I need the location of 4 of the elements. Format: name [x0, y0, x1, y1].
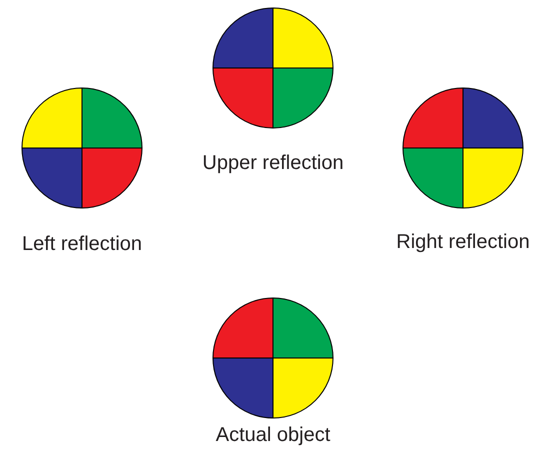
caption-text: Actual object	[216, 424, 330, 447]
caption-text: Right reflection	[396, 231, 530, 254]
caption-text: Left reflection	[22, 233, 142, 256]
caption-text: Upper reflection	[202, 152, 344, 175]
